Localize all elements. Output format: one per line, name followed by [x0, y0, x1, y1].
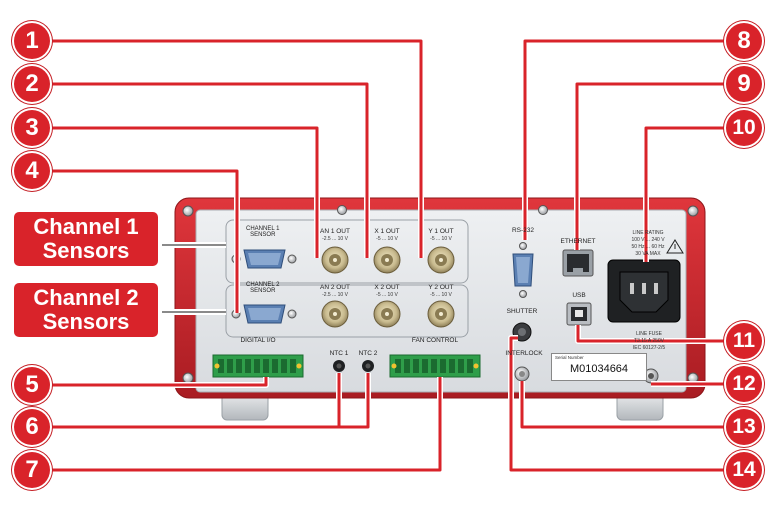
callout-4: 4	[14, 153, 50, 189]
ch1-sensor-line-1: CHANNEL 1	[246, 226, 280, 232]
an1-range-label: -2.5 ... 10 V	[322, 236, 348, 242]
serial-number-value: M01034664	[569, 363, 629, 375]
interlock-label: INTERLOCK	[505, 350, 543, 357]
callout-8: 8	[726, 23, 762, 59]
line-fuse-standard: IEC 60127-2/5	[632, 345, 666, 351]
callout-1: 1	[14, 23, 50, 59]
ethernet-port	[562, 249, 594, 277]
callout-3: 3	[14, 110, 50, 146]
fan-control-terminal	[389, 354, 481, 378]
y1-out-label: Y 1 OUT	[428, 228, 454, 235]
line-rating-voltage: 100 V ... 240 V	[631, 237, 665, 243]
rs232-connector	[512, 242, 534, 298]
interlock-connector	[514, 366, 530, 382]
serial-number-box: Serial Number M01034664	[551, 353, 647, 381]
callout-5: 5	[14, 367, 50, 403]
chassis-screws	[182, 205, 699, 384]
callout-9: 9	[726, 66, 762, 102]
usb-label: USB	[572, 292, 586, 299]
serial-number-heading: Serial Number	[555, 355, 584, 360]
callout-13: 13	[726, 409, 762, 445]
usb-port	[566, 302, 592, 326]
channel-2-sensors-label: Channel 2 Sensors	[14, 283, 158, 337]
bnc-an2-out	[321, 300, 349, 328]
power-inlet	[607, 259, 681, 323]
rs232-label: RS-232	[511, 227, 535, 234]
ntc-1-jack	[333, 360, 345, 372]
callout-11: 11	[726, 323, 762, 359]
x1-out-label: X 1 OUT	[374, 228, 400, 235]
bnc-x1-out	[373, 246, 401, 274]
y2-out-label: Y 2 OUT	[428, 284, 454, 291]
bnc-y1-out	[427, 246, 455, 274]
warning-icon	[666, 239, 684, 254]
an1-out-label: AN 1 OUT	[320, 228, 350, 235]
shutter-connector	[512, 322, 532, 342]
an2-range-label: -2.5 ... 10 V	[322, 292, 348, 298]
callout-14: 14	[726, 452, 762, 488]
ntc2-label: NTC 2	[358, 350, 378, 357]
bnc-an1-out	[321, 246, 349, 274]
channel-1-sensor-connector	[231, 249, 297, 269]
line-rating-frequency: 50 Hz ... 60 Hz	[631, 244, 665, 250]
line-rating-power: 30 VA MAX	[635, 251, 661, 257]
digital-io-label: DIGITAL I/O	[240, 337, 276, 344]
callout-6: 6	[14, 409, 50, 445]
ntc1-label: NTC 1	[329, 350, 349, 357]
fan-control-label: FAN CONTROL	[411, 337, 459, 344]
channel-1-box	[225, 219, 469, 284]
line-rating-title: LINE RATING	[632, 230, 664, 236]
bnc-y2-out	[427, 300, 455, 328]
y1-range-label: -5 ... 10 V	[430, 236, 452, 242]
bnc-x2-out	[373, 300, 401, 328]
line-rating-label: LINE RATING 100 V ... 240 V 50 Hz ... 60…	[626, 230, 670, 258]
an2-out-label: AN 2 OUT	[320, 284, 350, 291]
line-fuse-title: LINE FUSE	[636, 331, 662, 337]
callout-10: 10	[726, 110, 762, 146]
channel-1-sensors-label: Channel 1 Sensors	[14, 212, 158, 266]
callout-12: 12	[726, 366, 762, 402]
shutter-label: SHUTTER	[506, 308, 538, 315]
digital-io-terminal	[212, 354, 304, 378]
x2-range-label: -5 ... 10 V	[376, 292, 398, 298]
channel-2-sensor-connector	[231, 304, 297, 324]
ch2-sensor-line-2: SENSOR	[250, 288, 276, 294]
ntc-2-jack	[362, 360, 374, 372]
line-fuse-rating: T3.15 A 250V	[633, 338, 665, 344]
ch1-sensor-line-2: SENSOR	[250, 232, 276, 238]
callout-7: 7	[14, 452, 50, 488]
x1-range-label: -5 ... 10 V	[376, 236, 398, 242]
ch2-sensor-line-1: CHANNEL 2	[246, 282, 280, 288]
line-fuse-label: LINE FUSE T3.15 A 250V IEC 60127-2/5	[626, 331, 672, 352]
ethernet-label: ETHERNET	[560, 238, 596, 245]
x2-out-label: X 2 OUT	[374, 284, 400, 291]
callout-leaders	[50, 38, 738, 473]
callout-2: 2	[14, 66, 50, 102]
y2-range-label: -5 ... 10 V	[430, 292, 452, 298]
